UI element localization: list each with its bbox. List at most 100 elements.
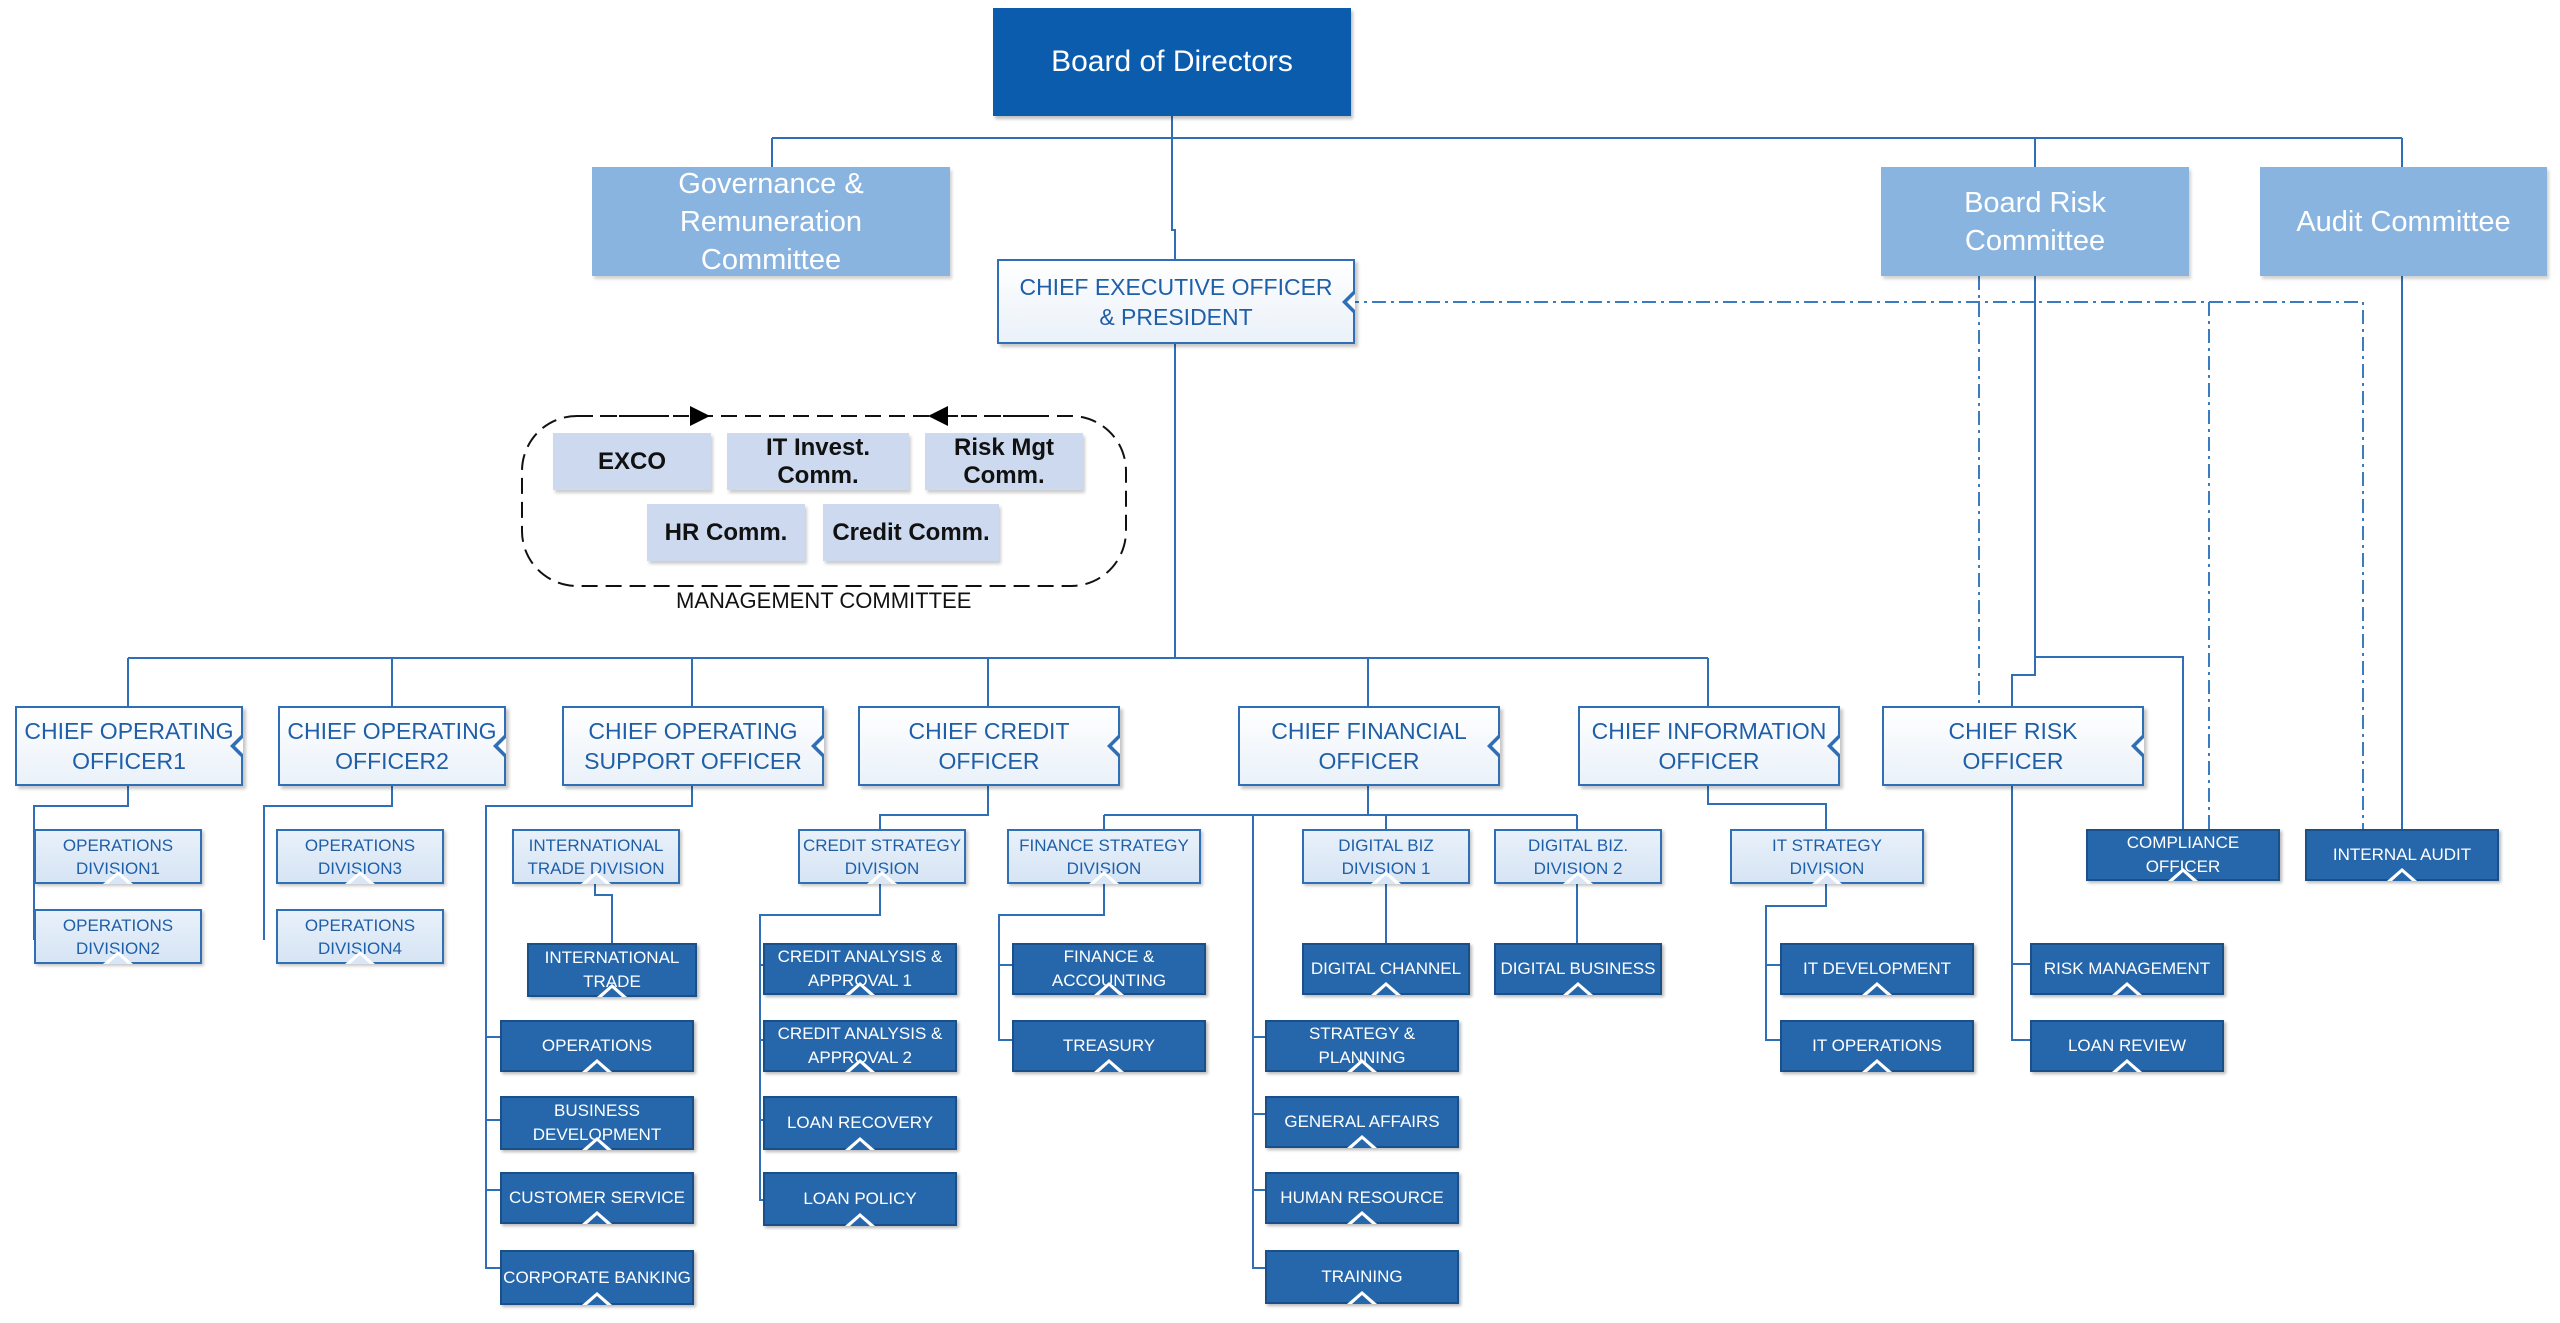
cro-label: CHIEF RISK OFFICER	[1948, 718, 2078, 774]
notch-icon	[1094, 1059, 1124, 1072]
unit-label: INTERNAL AUDIT	[2332, 845, 2472, 864]
board-of-directors: Board of Directors	[993, 8, 1351, 116]
unit-customer-service: CUSTOMER SERVICE	[500, 1172, 694, 1224]
division-label: IT STRATEGY DIVISION	[1772, 835, 1882, 878]
exco-box: EXCO	[553, 433, 711, 490]
digital-biz-division2: DIGITAL BIZ. DIVISION 2	[1494, 829, 1662, 884]
notch-icon	[1347, 1211, 1377, 1224]
unit-international-trade: INTERNATIONAL TRADE	[527, 943, 697, 997]
unit-label: OPERATIONS	[541, 1036, 653, 1055]
division-label: OPERATIONS DIVISION2	[62, 915, 174, 958]
coo1-box: CHIEF OPERATING OFFICER1	[15, 706, 243, 786]
cos-box: CHIEF OPERATING SUPPORT OFFICER	[562, 706, 824, 786]
unit-general-affairs: GENERAL AFFAIRS	[1265, 1096, 1459, 1148]
board-label: Board of Directors	[1051, 45, 1293, 78]
unit-it-development: IT DEVELOPMENT	[1780, 943, 1974, 995]
coo2-box: CHIEF OPERATING OFFICER2	[278, 706, 506, 786]
connector-triangle-icon	[1107, 733, 1120, 759]
board-risk-label: Board Risk Committee	[1964, 186, 2106, 257]
notch-icon	[582, 1059, 612, 1072]
notch-icon	[582, 1292, 612, 1305]
unit-label: IT DEVELOPMENT	[1803, 959, 1951, 978]
unit-label: LOAN RECOVERY	[786, 1113, 934, 1132]
division-label: OPERATIONS DIVISION1	[62, 835, 174, 878]
division-label: OPERATIONS DIVISION3	[304, 835, 416, 878]
connector-triangle-icon	[1342, 288, 1355, 315]
notch-icon	[1347, 1291, 1377, 1304]
unit-finance-accounting: FINANCE & ACCOUNTING	[1012, 943, 1206, 995]
governance-committee: Governance & Remuneration Committee	[592, 167, 950, 276]
cco-box: CHIEF CREDIT OFFICER	[858, 706, 1120, 786]
notch-icon	[1862, 1059, 1892, 1072]
notch-icon	[1371, 871, 1401, 884]
coo2-label: CHIEF OPERATING OFFICER2	[287, 718, 497, 774]
management-committee-caption: MANAGEMENT COMMITTEE	[676, 588, 972, 613]
unit-corporate-banking: CORPORATE BANKING	[500, 1250, 694, 1305]
unit-label: LOAN POLICY	[803, 1189, 917, 1208]
unit-business-development: BUSINESS DEVELOPMENT	[500, 1096, 694, 1150]
notch-icon	[2112, 1059, 2142, 1072]
it-invest-label: IT Invest. Comm.	[765, 433, 871, 489]
unit-treasury: TREASURY	[1012, 1020, 1206, 1072]
board-risk-committee: Board Risk Committee	[1881, 167, 2189, 276]
notch-icon	[867, 871, 897, 884]
unit-loan-recovery: LOAN RECOVERY	[763, 1096, 957, 1150]
unit-loan-review: LOAN REVIEW	[2030, 1020, 2224, 1072]
cfo-box: CHIEF FINANCIAL OFFICER	[1238, 706, 1500, 786]
unit-label: RISK MANAGEMENT	[2043, 959, 2211, 978]
audit-committee: Audit Committee	[2260, 167, 2547, 276]
unit-label: CREDIT ANALYSIS & APPROVAL 1	[777, 947, 943, 990]
hr-comm-label: HR Comm.	[664, 518, 788, 546]
connector-triangle-icon	[811, 733, 824, 759]
it-invest-comm-box: IT Invest. Comm.	[727, 433, 909, 490]
unit-it-operations: IT OPERATIONS	[1780, 1020, 1974, 1072]
hr-comm-box: HR Comm.	[647, 504, 805, 561]
unit-label: CREDIT ANALYSIS & APPROVAL 2	[777, 1024, 943, 1067]
unit-credit-analysis-2: CREDIT ANALYSIS & APPROVAL 2	[763, 1020, 957, 1072]
notch-icon	[103, 871, 133, 884]
operations-division2: OPERATIONS DIVISION2	[34, 909, 202, 964]
unit-label: TRAINING	[1321, 1267, 1403, 1286]
unit-label: CORPORATE BANKING	[503, 1267, 691, 1287]
notch-icon	[845, 1059, 875, 1072]
unit-internal-audit: INTERNAL AUDIT	[2305, 829, 2499, 881]
notch-icon	[1089, 871, 1119, 884]
notch-icon	[581, 871, 611, 884]
cfo-label: CHIEF FINANCIAL OFFICER	[1271, 718, 1467, 774]
division-label: OPERATIONS DIVISION4	[304, 915, 416, 958]
finance-strategy-division: FINANCE STRATEGY DIVISION	[1007, 829, 1201, 884]
unit-training: TRAINING	[1265, 1250, 1459, 1304]
unit-label: COMPLIANCE OFFICER	[2126, 833, 2240, 876]
operations-division3: OPERATIONS DIVISION3	[276, 829, 444, 884]
ceo-box: CHIEF EXECUTIVE OFFICER & PRESIDENT	[997, 259, 1355, 344]
unit-label: STRATEGY & PLANNING	[1308, 1024, 1416, 1067]
unit-strategy-planning: STRATEGY & PLANNING	[1265, 1020, 1459, 1072]
operations-division1: OPERATIONS DIVISION1	[34, 829, 202, 884]
coo1-label: CHIEF OPERATING OFFICER1	[24, 718, 234, 774]
operations-division4: OPERATIONS DIVISION4	[276, 909, 444, 964]
connector-triangle-icon	[1487, 733, 1500, 759]
cio-box: CHIEF INFORMATION OFFICER	[1578, 706, 1840, 786]
unit-label: BUSINESS DEVELOPMENT	[532, 1101, 662, 1144]
ceo-label: CHIEF EXECUTIVE OFFICER & PRESIDENT	[1019, 273, 1333, 330]
exco-label: EXCO	[597, 447, 666, 475]
notch-icon	[597, 984, 627, 997]
audit-label: Audit Committee	[2296, 205, 2511, 238]
connector-triangle-icon	[1827, 733, 1840, 759]
credit-comm-box: Credit Comm.	[823, 504, 999, 561]
unit-credit-analysis-1: CREDIT ANALYSIS & APPROVAL 1	[763, 943, 957, 995]
notch-icon	[1563, 982, 1593, 995]
unit-operations: OPERATIONS	[500, 1020, 694, 1072]
notch-icon	[582, 1211, 612, 1224]
unit-label: DIGITAL BUSINESS	[1500, 959, 1656, 978]
connector-triangle-icon	[2131, 733, 2144, 759]
international-trade-division: INTERNATIONAL TRADE DIVISION	[512, 829, 680, 884]
unit-label: HUMAN RESOURCE	[1280, 1188, 1444, 1207]
unit-label: DIGITAL CHANNEL	[1310, 959, 1462, 978]
unit-risk-management: RISK MANAGEMENT	[2030, 943, 2224, 995]
cos-label: CHIEF OPERATING SUPPORT OFFICER	[584, 718, 802, 774]
notch-icon	[1862, 982, 1892, 995]
cio-label: CHIEF INFORMATION OFFICER	[1591, 718, 1827, 774]
unit-label: FINANCE & ACCOUNTING	[1051, 947, 1167, 990]
